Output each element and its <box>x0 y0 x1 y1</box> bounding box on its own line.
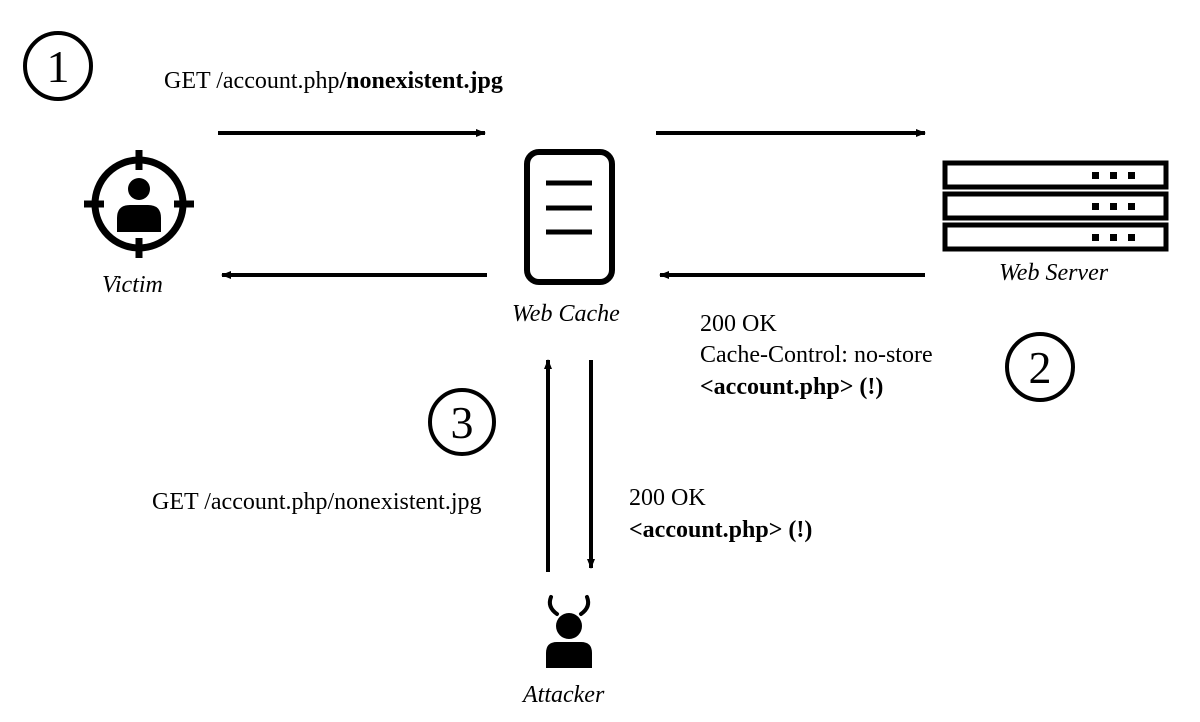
step-1-number: 1 <box>47 41 70 92</box>
attacker-label: Attacker <box>523 682 605 708</box>
cache-document-icon <box>524 149 615 285</box>
step3-body: <account.php> (!) <box>629 517 813 543</box>
step-2-marker: 2 <box>1005 332 1075 402</box>
step3-request: GET /account.php/nonexistent.jpg <box>152 489 482 515</box>
step3-status: 200 OK <box>629 485 706 511</box>
step1-request-prefix: GET /account.php <box>164 68 340 94</box>
server-rack-icon <box>942 160 1169 252</box>
step2-status: 200 OK <box>700 311 777 337</box>
step-2-number: 2 <box>1029 342 1052 393</box>
step-3-marker: 3 <box>428 388 496 456</box>
web-cache-label: Web Cache <box>512 301 620 327</box>
step-3-number: 3 <box>451 397 474 448</box>
step2-header: Cache-Control: no-store <box>700 342 933 368</box>
horned-user-icon <box>546 595 592 668</box>
web-server-label: Web Server <box>999 260 1109 286</box>
step1-request-path: /nonexistent.jpg <box>339 68 503 94</box>
target-user-icon <box>84 150 194 258</box>
step1-request: GET /account.php/nonexistent.jpg <box>164 67 503 95</box>
step-1-marker: 1 <box>23 31 93 101</box>
step2-body: <account.php> (!) <box>700 374 884 400</box>
victim-label: Victim <box>102 272 163 298</box>
